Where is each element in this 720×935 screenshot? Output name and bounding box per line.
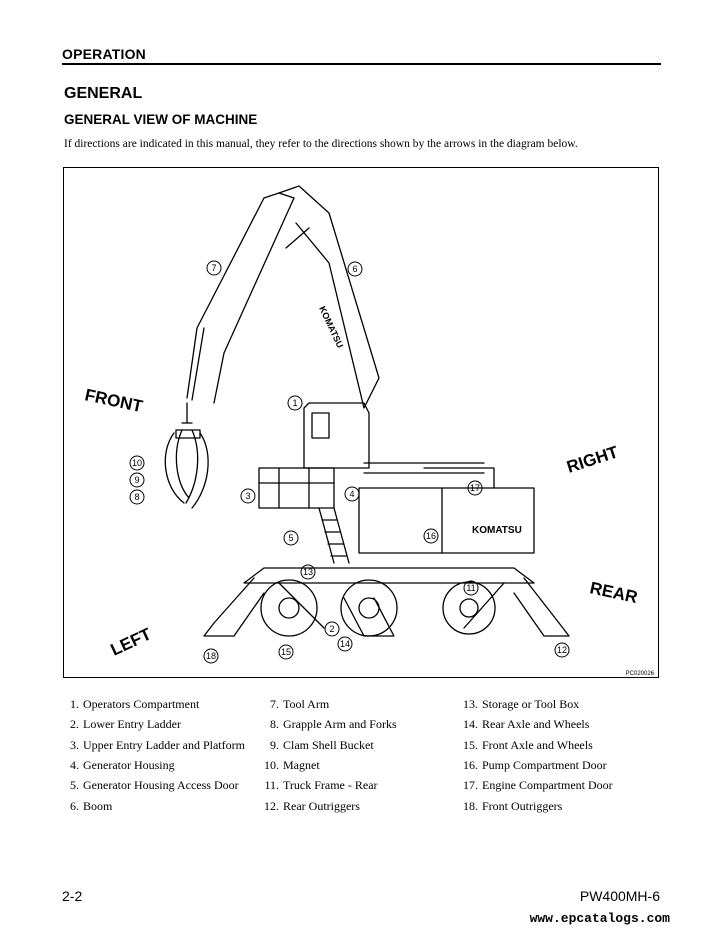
callout-11: 11: [463, 580, 479, 596]
legend-label: Tool Arm: [283, 697, 330, 711]
legend-number: 17.: [463, 778, 478, 793]
svg-text:12: 12: [557, 645, 567, 655]
legend-number: 15.: [463, 737, 478, 752]
legend-label: Boom: [83, 798, 113, 813]
callout-14: 14: [337, 636, 353, 652]
legend-label: Upper Entry Ladder and Platform: [83, 737, 245, 752]
page-subtitle: GENERAL VIEW OF MACHINE: [64, 112, 258, 127]
callout-16: 16: [423, 528, 439, 544]
callout-6: 6: [347, 261, 363, 277]
legend-label: Rear Axle and Wheels: [482, 717, 590, 732]
legend-label: Truck Frame - Rear: [283, 778, 378, 793]
svg-text:11: 11: [466, 583, 475, 593]
legend-label: Clam Shell Bucket: [283, 737, 374, 752]
callout-1: 1: [287, 395, 303, 411]
callout-13: 13: [300, 564, 316, 580]
legend-label: Storage or Tool Box: [482, 697, 580, 711]
page-number: 2-2: [62, 888, 83, 904]
legend-label: Front Outriggers: [482, 798, 563, 813]
callout-3: 3: [240, 488, 256, 504]
legend-number: 14.: [463, 717, 478, 732]
legend-number: 10.: [264, 757, 279, 772]
legend-number: 8.: [270, 717, 279, 732]
legend-number: 4.: [70, 757, 79, 772]
page-title: GENERAL: [64, 85, 143, 102]
intro-text: If directions are indicated in this manu…: [64, 138, 578, 150]
svg-text:6: 6: [352, 264, 357, 274]
legend-number: 3.: [70, 737, 79, 752]
legend-label: Lower Entry Ladder: [83, 717, 181, 732]
svg-text:16: 16: [426, 531, 436, 541]
svg-text:13: 13: [303, 567, 313, 577]
callout-12: 12: [554, 642, 570, 658]
legend-number: 5.: [70, 778, 79, 793]
machine-drawing: FRONT RIGHT REAR LEFT KOMATSU KOMATSU 1 …: [83, 185, 655, 677]
legend-label: Rear Outriggers: [283, 798, 360, 813]
svg-text:8: 8: [134, 492, 139, 502]
callout-2: 2: [324, 621, 340, 637]
callout-7: 7: [206, 260, 222, 276]
callout-17: 17: [467, 480, 483, 496]
svg-text:17: 17: [470, 483, 480, 493]
legend-label: Front Axle and Wheels: [482, 737, 593, 752]
svg-text:18: 18: [206, 651, 216, 661]
svg-text:3: 3: [245, 491, 250, 501]
watermark: www.epcatalogs.com: [529, 911, 670, 926]
figure-code: PC020026: [626, 671, 655, 677]
legend-number: 9.: [270, 737, 279, 752]
callout-markers: 1 2 3 4 5 6 7 8 9 10 11 12 13 14 15 16 1…: [129, 260, 570, 664]
direction-rear: REAR: [588, 578, 639, 607]
legend-label: Operators Compartment: [83, 697, 200, 711]
section-header: OPERATION: [62, 46, 146, 62]
direction-front: FRONT: [83, 385, 145, 416]
svg-text:7: 7: [211, 263, 216, 273]
legend-number: 16.: [463, 757, 478, 772]
direction-left: LEFT: [108, 624, 155, 659]
callout-8: 8: [129, 489, 145, 505]
svg-text:10: 10: [132, 458, 142, 468]
svg-text:2: 2: [329, 624, 334, 634]
svg-text:5: 5: [288, 533, 293, 543]
machine-diagram: FRONT RIGHT REAR LEFT KOMATSU KOMATSU 1 …: [63, 167, 659, 678]
machine-line-art: [164, 185, 570, 637]
legend-label: Magnet: [283, 757, 320, 772]
legend-number: 12.: [264, 798, 279, 813]
callout-15: 15: [278, 644, 294, 660]
svg-text:9: 9: [134, 475, 139, 485]
header-rule: [62, 63, 661, 65]
legend-number: 2.: [70, 717, 79, 732]
legend-label: Engine Compartment Door: [482, 778, 613, 793]
callout-9: 9: [129, 472, 145, 488]
legend-number: 1.: [70, 697, 79, 711]
direction-right: RIGHT: [564, 442, 621, 477]
legend-number: 11.: [264, 778, 279, 793]
svg-text:15: 15: [281, 647, 291, 657]
callout-4: 4: [344, 486, 360, 502]
legend-label: Generator Housing: [83, 757, 175, 772]
legend-label: Pump Compartment Door: [482, 757, 607, 772]
legend-number: 6.: [70, 798, 79, 813]
legend-number: 18.: [463, 798, 478, 813]
callout-5: 5: [283, 530, 299, 546]
svg-text:1: 1: [292, 398, 297, 408]
legend-label: Grapple Arm and Forks: [283, 717, 397, 732]
legend-number: 13.: [463, 697, 478, 711]
svg-text:14: 14: [340, 639, 350, 649]
legend-number: 7.: [270, 697, 279, 711]
legend-label: Generator Housing Access Door: [83, 778, 239, 793]
callout-10: 10: [129, 455, 145, 471]
svg-text:4: 4: [349, 489, 354, 499]
callout-18: 18: [203, 648, 219, 664]
body-brand-label: KOMATSU: [472, 525, 522, 536]
model-name: PW400MH-6: [579, 888, 660, 904]
